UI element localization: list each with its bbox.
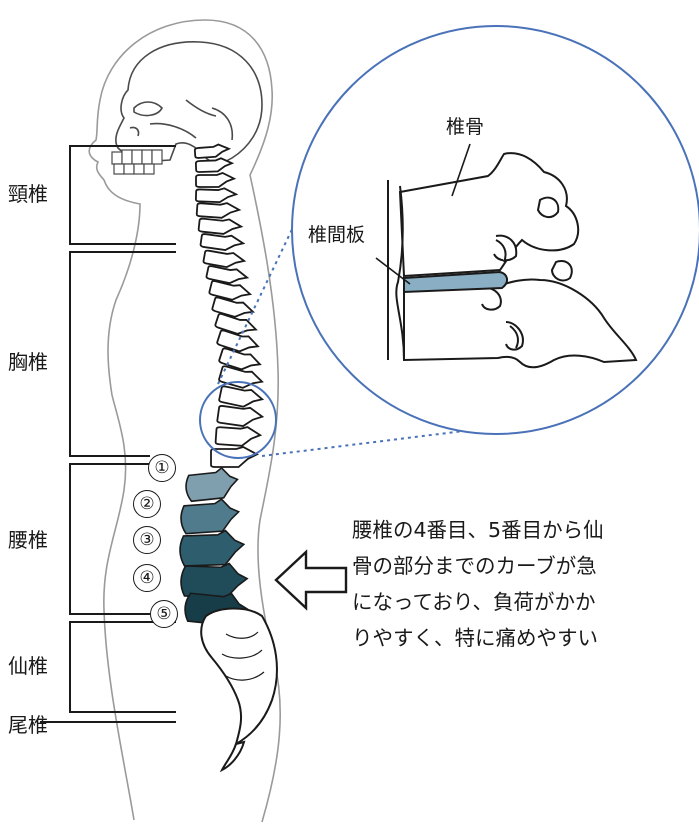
vertebra	[205, 265, 250, 285]
label-cervical: 頸椎	[8, 182, 48, 206]
label-sacrum: 仙椎	[8, 654, 48, 678]
note-line: になっており、負荷がかか	[352, 590, 596, 614]
intervertebral-disc	[403, 270, 508, 294]
note-line: 骨の部分までのカーブが急	[352, 554, 597, 578]
teeth	[111, 149, 163, 175]
label-coccyx: 尾椎	[8, 713, 48, 737]
callout-pointers	[375, 143, 471, 285]
magnifier-small-ring	[199, 381, 277, 459]
vertebra	[216, 405, 265, 427]
label-thoracic: 胸椎	[8, 350, 48, 374]
vertebra	[197, 217, 244, 235]
lumbar-number-3: ③	[133, 526, 161, 554]
vertebra	[218, 385, 265, 408]
lumbar-vertebra	[180, 498, 241, 535]
lumbar-number-1: ①	[148, 454, 176, 482]
vertebra	[193, 143, 232, 159]
vertebra	[214, 313, 258, 335]
lumbar-number-2: ②	[133, 490, 161, 518]
note-line: りやすく、特に痛めやすい	[352, 626, 598, 650]
skull	[115, 41, 263, 164]
vertebra	[195, 202, 242, 219]
vertebra	[202, 249, 247, 269]
vertebra	[208, 280, 253, 301]
lumbar-number-5: ⑤	[150, 600, 178, 628]
label-disc: 椎間板	[308, 224, 366, 246]
magnified-vertebra	[398, 152, 638, 369]
sacrum	[200, 607, 278, 773]
vertebra	[214, 426, 263, 447]
connector-line-top	[217, 149, 331, 385]
pointer-arrow	[274, 549, 348, 611]
vertebra	[194, 157, 235, 173]
body-edges	[387, 180, 405, 361]
vertebra	[211, 296, 255, 318]
vertebra	[194, 187, 239, 204]
vertebra	[216, 329, 260, 353]
lumbar-vertebra	[180, 562, 249, 599]
vertebra	[195, 172, 237, 188]
note-line: 腰椎の4番目、5番目から仙	[352, 518, 604, 542]
label-vertebra: 椎骨	[446, 116, 485, 138]
vertebra	[199, 233, 246, 251]
explanatory-note: 腰椎の4番目、5番目から仙 骨の部分までのカーブが急 になっており、負荷がかか …	[352, 512, 692, 656]
vertebra	[218, 347, 262, 371]
region-brackets	[40, 145, 176, 723]
lumbar-vertebra	[185, 466, 239, 503]
body-outline	[88, 19, 206, 821]
label-lumbar: 腰椎	[8, 528, 48, 552]
lumbar-number-4: ④	[133, 564, 161, 592]
lumbar-vertebra	[179, 529, 246, 567]
